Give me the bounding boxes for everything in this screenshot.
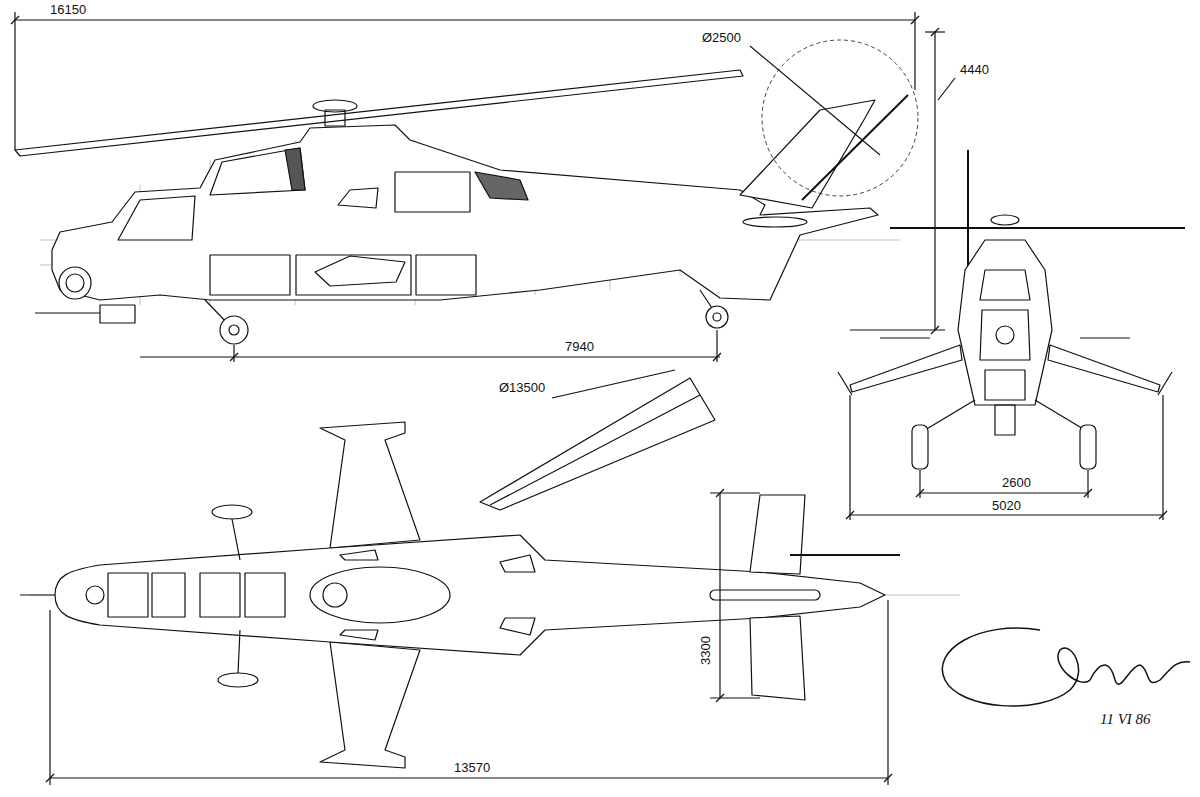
dimension-label: 13570: [452, 760, 492, 775]
dimension-label: 3300: [698, 634, 713, 667]
signature-date: 11 VI 86: [1098, 712, 1153, 727]
dimension-label: Ø2500: [700, 30, 743, 45]
dimension-label: 7940: [563, 339, 596, 354]
dimension-label: Ø13500: [497, 380, 547, 395]
dimension-label: 4440: [958, 62, 991, 77]
dimension-label: 5020: [990, 498, 1023, 513]
dimension-label: 2600: [1000, 475, 1033, 490]
dimension-label: 16150: [48, 2, 88, 17]
